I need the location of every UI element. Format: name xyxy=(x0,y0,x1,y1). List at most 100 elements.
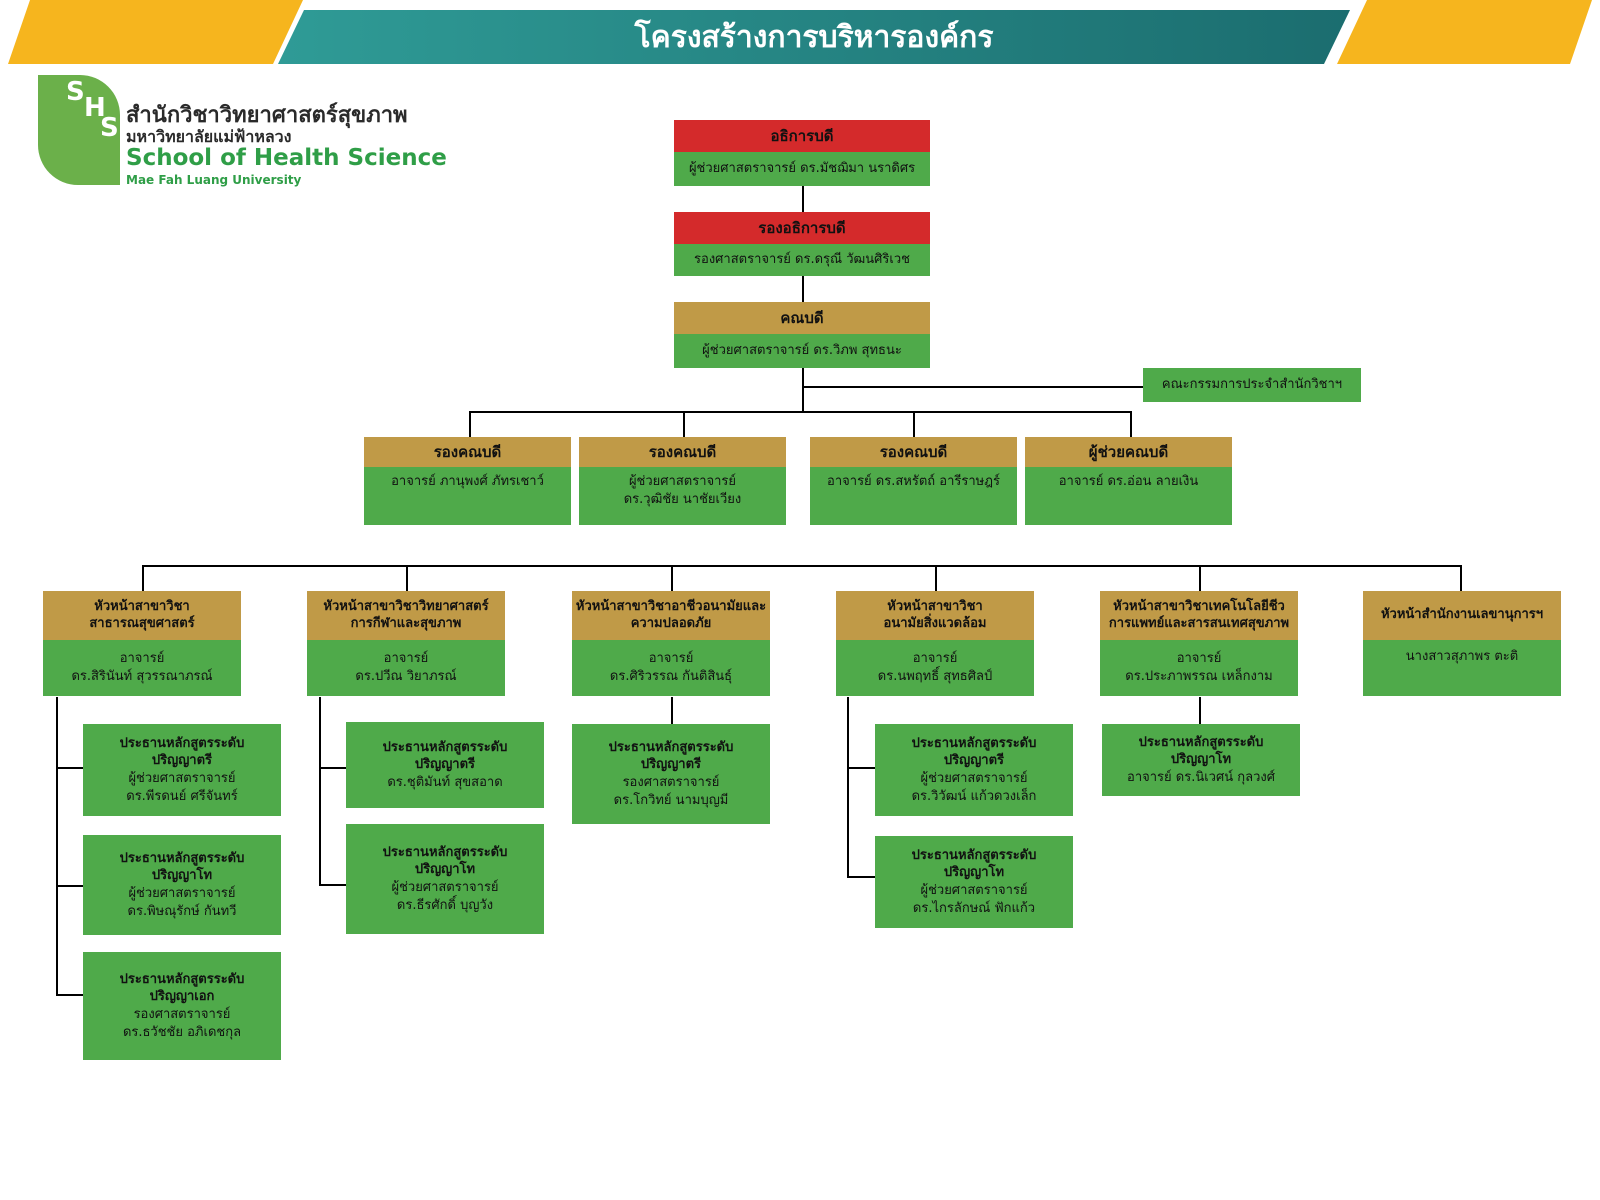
connector-line xyxy=(56,885,84,887)
node-title: หัวหน้าสาขาวิชาอาชีวอนามัยและ ความปลอดภั… xyxy=(572,591,770,640)
node-program-master: ประธานหลักสูตรระดับ ปริญญาโท ผู้ช่วยศาสต… xyxy=(83,835,281,935)
connector-line xyxy=(1199,565,1201,592)
node-committee: คณะกรรมการประจำสำนักวิชาฯ xyxy=(1143,368,1361,402)
node-person: คณะกรรมการประจำสำนักวิชาฯ xyxy=(1143,368,1361,402)
header-band-right xyxy=(1337,0,1592,64)
node-title: อธิการบดี xyxy=(674,120,930,152)
node-title: คณบดี xyxy=(674,302,930,334)
connector-line xyxy=(142,565,144,592)
node-person: อาจารย์ ดร.อ่อน ลายเงิน xyxy=(1025,467,1232,525)
program-title: ประธานหลักสูตรระดับ ปริญญาตรี xyxy=(911,735,1037,769)
header-band-left xyxy=(8,0,303,64)
node-title: หัวหน้าสาขาวิชาวิทยาศาสตร์ การกีฬาและสุข… xyxy=(307,591,505,640)
node-person: อาจารย์ ดร.สหรัตถ์ อารีราษฎร์ xyxy=(810,467,1017,525)
page-title: โครงสร้างการบริหารองค์กร xyxy=(634,19,994,55)
node-title: ผู้ช่วยคณบดี xyxy=(1025,437,1232,467)
program-person: อาจารย์ ดร.นิเวศน์ กุลวงศ์ xyxy=(1127,769,1275,785)
program-person: รองศาสตราจารย์ ดร.โกวิทย์ นามบุญมี xyxy=(613,775,729,808)
logo-english-school: School of Health Science xyxy=(126,145,447,171)
program-title: ประธานหลักสูตรระดับ ปริญญาตรี xyxy=(608,739,734,773)
node-program-bachelor: ประธานหลักสูตรระดับ ปริญญาตรี ผู้ช่วยศาส… xyxy=(875,724,1073,816)
node-president: อธิการบดี ผู้ช่วยศาสตราจารย์ ดร.มัชฌิมา … xyxy=(674,120,930,186)
connector-line xyxy=(913,411,915,438)
connector-line xyxy=(56,994,84,996)
program-title: ประธานหลักสูตรระดับ ปริญญาเอก xyxy=(119,971,245,1005)
node-program-doctoral: ประธานหลักสูตรระดับ ปริญญาเอก รองศาสตราจ… xyxy=(83,952,281,1060)
node-vice-dean-2: รองคณบดี ผู้ช่วยศาสตราจารย์ ดร.วุฒิชัย น… xyxy=(579,437,786,525)
connector-line xyxy=(671,697,673,725)
connector-line xyxy=(1199,697,1201,725)
node-program-master: ประธานหลักสูตรระดับ ปริญญาโท อาจารย์ ดร.… xyxy=(1102,724,1300,796)
connector-line xyxy=(802,276,804,302)
node-vice-dean-1: รองคณบดี อาจารย์ ภานุพงศ์ ภัทรเชาว์ xyxy=(364,437,571,525)
school-logo: S H S สำนักวิชาวิทยาศาสตร์สุขภาพ มหาวิทย… xyxy=(38,75,447,190)
node-person: อาจารย์ ดร.ศิริวรรณ กันติสินธุ์ xyxy=(572,640,770,696)
node-title: หัวหน้าสาขาวิชาเทคโนโลยีชีว การแพทย์และส… xyxy=(1100,591,1298,640)
node-person: อาจารย์ ดร.นพฤทธิ์ สุทธศิลป์ xyxy=(836,640,1034,696)
logo-english-university: Mae Fah Luang University xyxy=(126,173,302,187)
node-program-bachelor: ประธานหลักสูตรระดับ ปริญญาตรี รองศาสตราจ… xyxy=(572,724,770,824)
node-assistant-dean: ผู้ช่วยคณบดี อาจารย์ ดร.อ่อน ลายเงิน xyxy=(1025,437,1232,525)
program-person: ผู้ช่วยศาสตราจารย์ ดร.ธีรศักดิ์ บุญวัง xyxy=(391,880,499,913)
logo-thai-university: มหาวิทยาลัยแม่ฟ้าหลวง xyxy=(126,127,292,146)
connector-line xyxy=(847,767,875,769)
logo-thai-school: สำนักวิชาวิทยาศาสตร์สุขภาพ xyxy=(126,103,408,128)
program-person: ดร.ชุติมันท์ สุขสอาด xyxy=(387,774,503,790)
node-dept-occupational-health: หัวหน้าสาขาวิชาอาชีวอนามัยและ ความปลอดภั… xyxy=(572,591,770,696)
logo-letter-h: H xyxy=(84,93,106,123)
program-title: ประธานหลักสูตรระดับ ปริญญาตรี xyxy=(119,735,245,769)
connector-line xyxy=(56,767,84,769)
connector-line xyxy=(802,185,804,213)
program-title: ประธานหลักสูตรระดับ ปริญญาโท xyxy=(382,844,508,878)
node-program-master: ประธานหลักสูตรระดับ ปริญญาโท ผู้ช่วยศาสต… xyxy=(346,824,544,934)
node-dept-environmental-health: หัวหน้าสาขาวิชา อนามัยสิ่งแวดล้อม อาจารย… xyxy=(836,591,1034,696)
program-title: ประธานหลักสูตรระดับ ปริญญาโท xyxy=(119,850,245,884)
node-person: ผู้ช่วยศาสตราจารย์ ดร.วุฒิชัย นาชัยเวียง xyxy=(579,467,786,525)
program-person: ผู้ช่วยศาสตราจารย์ ดร.ไกรลักษณ์ ฟักแก้ว xyxy=(912,883,1036,916)
connector-line xyxy=(1460,565,1462,592)
connector-line xyxy=(319,884,347,886)
connector-line xyxy=(142,565,1462,567)
node-dept-biomedical-tech: หัวหน้าสาขาวิชาเทคโนโลยีชีว การแพทย์และส… xyxy=(1100,591,1298,696)
connector-line xyxy=(319,767,347,769)
node-title: รองคณบดี xyxy=(364,437,571,467)
node-person: ผู้ช่วยศาสตราจารย์ ดร.มัชฌิมา นราดิศร xyxy=(674,152,930,186)
node-dean: คณบดี ผู้ช่วยศาสตราจารย์ ดร.วิภพ สุทธนะ xyxy=(674,302,930,368)
node-program-bachelor: ประธานหลักสูตรระดับ ปริญญาตรี ดร.ชุติมัน… xyxy=(346,722,544,808)
node-secretary-office: หัวหน้าสำนักงานเลขานุการฯ นางสาวสุภาพร ต… xyxy=(1363,591,1561,696)
node-program-bachelor: ประธานหลักสูตรระดับ ปริญญาตรี ผู้ช่วยศาส… xyxy=(83,724,281,816)
node-dept-public-health: หัวหน้าสาขาวิชา สาธารณสุขศาสตร์ อาจารย์ … xyxy=(43,591,241,696)
node-title: รองอธิการบดี xyxy=(674,212,930,244)
node-vice-president: รองอธิการบดี รองศาสตราจารย์ ดร.ดรุณี วัฒ… xyxy=(674,212,930,276)
node-person: อาจารย์ ดร.สิรินันท์ สุวรรณาภรณ์ xyxy=(43,640,241,696)
connector-line xyxy=(935,565,937,592)
connector-line xyxy=(319,697,321,885)
node-title: หัวหน้าสาขาวิชา สาธารณสุขศาสตร์ xyxy=(43,591,241,640)
program-title: ประธานหลักสูตรระดับ ปริญญาโท xyxy=(1138,734,1264,768)
connector-line xyxy=(802,386,1144,388)
node-title: รองคณบดี xyxy=(810,437,1017,467)
program-title: ประธานหลักสูตรระดับ ปริญญาโท xyxy=(911,847,1037,881)
node-title: รองคณบดี xyxy=(579,437,786,467)
connector-line xyxy=(56,697,58,995)
node-title: หัวหน้าสำนักงานเลขานุการฯ xyxy=(1363,591,1561,640)
connector-line xyxy=(847,876,875,878)
node-dept-sport-science: หัวหน้าสาขาวิชาวิทยาศาสตร์ การกีฬาและสุข… xyxy=(307,591,505,696)
program-person: ผู้ช่วยศาสตราจารย์ ดร.พีรดนย์ ศรีจันทร์ xyxy=(126,771,238,804)
logo-letter-s-bottom: S xyxy=(100,113,119,143)
connector-line xyxy=(847,697,849,877)
connector-line xyxy=(683,411,685,438)
node-person: รองศาสตราจารย์ ดร.ดรุณี วัฒนศิริเวช xyxy=(674,244,930,276)
node-vice-dean-3: รองคณบดี อาจารย์ ดร.สหรัตถ์ อารีราษฎร์ xyxy=(810,437,1017,525)
node-person: ผู้ช่วยศาสตราจารย์ ดร.วิภพ สุทธนะ xyxy=(674,334,930,368)
node-program-master: ประธานหลักสูตรระดับ ปริญญาโท ผู้ช่วยศาสต… xyxy=(875,836,1073,928)
header-title-band: โครงสร้างการบริหารองค์กร xyxy=(278,10,1350,64)
logo-letter-s-top: S xyxy=(66,77,85,107)
node-title: หัวหน้าสาขาวิชา อนามัยสิ่งแวดล้อม xyxy=(836,591,1034,640)
program-person: ผู้ช่วยศาสตราจารย์ ดร.พิษณุรักษ์ กันทวี xyxy=(127,886,237,919)
connector-line xyxy=(469,411,1132,413)
connector-line xyxy=(802,367,804,412)
shs-logo-icon: S H S xyxy=(38,75,120,185)
node-person: อาจารย์ ดร.ประภาพรรณ เหล็กงาม xyxy=(1100,640,1298,696)
node-person: อาจารย์ ภานุพงศ์ ภัทรเชาว์ xyxy=(364,467,571,525)
